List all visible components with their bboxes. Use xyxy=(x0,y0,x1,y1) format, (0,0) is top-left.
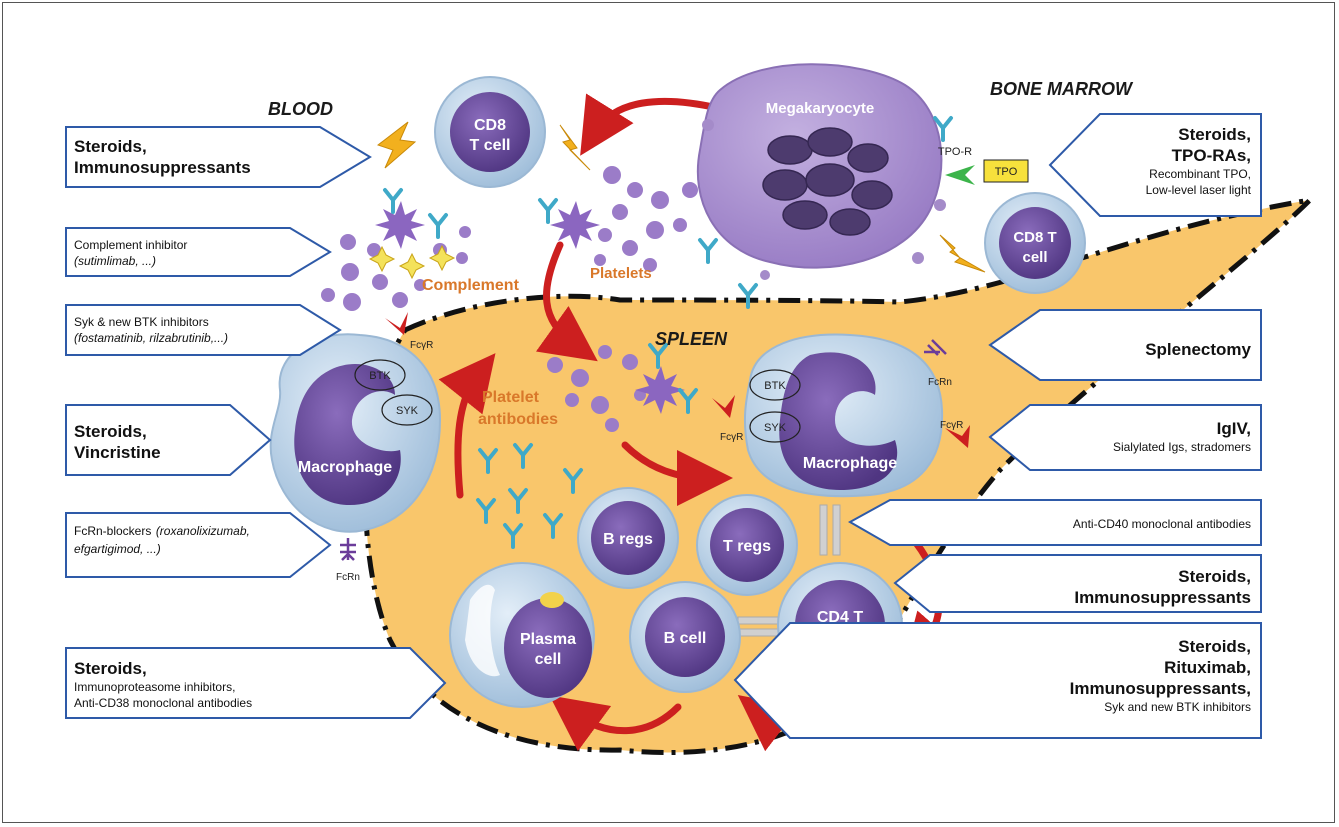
platelet-antibodies-label-1: Platelet xyxy=(482,389,540,406)
tpo-badge xyxy=(983,159,1029,183)
fcgr-receptor-spleen-2 xyxy=(945,425,970,448)
bone-marrow-region-label: BONE MARROW xyxy=(990,79,1134,99)
tpo-r-label: TPO-R xyxy=(938,146,972,158)
plasma-label-1: Plasma xyxy=(520,631,576,648)
callout-sub: FcRn-blockers xyxy=(74,524,152,538)
arrow-mega-to-platelets xyxy=(580,93,722,156)
fcrn-receptor-spleen xyxy=(924,339,947,356)
megakaryocyte: Megakaryocyte xyxy=(696,63,946,280)
b-regs-label: B regs xyxy=(603,531,653,548)
callout-main: Steroids, Immunosuppressants xyxy=(1074,567,1251,607)
callout-sub: Immunoproteasome inhibitors, Anti-CD38 m… xyxy=(74,680,253,710)
callout-sub: Anti-CD40 monoclonal antibodies xyxy=(1072,517,1251,531)
fcgr-receptor-blood xyxy=(385,312,408,335)
callout-sub: Complement inhibitor xyxy=(74,238,188,252)
callout-main: Steroids, Vincristine xyxy=(74,422,161,462)
megakaryocyte-label: Megakaryocyte xyxy=(766,100,874,117)
platelets-spleen xyxy=(547,345,646,432)
complement-molecules xyxy=(368,244,456,280)
platelets-label: Platelets xyxy=(590,265,652,282)
bolts xyxy=(376,121,986,273)
syk-label-spleen: SYK xyxy=(764,422,787,434)
callout-steroids-immunosuppressants-blood: Steroids, Immunosuppressants xyxy=(66,130,326,184)
right-callout-shapes xyxy=(733,113,1262,739)
complement-label: Complement xyxy=(422,277,520,294)
callout-sub-italic: (roxanolixizumab, efgartigimod, ...) xyxy=(74,524,250,556)
receptors xyxy=(340,165,975,561)
callout-complement-inhibitor: Complement inhibitor (sutimlimab, ...) xyxy=(66,231,296,275)
fcrn-receptor-blood xyxy=(340,538,356,561)
callout-sub: Sialylated Igs, stradomers xyxy=(1112,440,1251,454)
callout-steroids-plasma: Steroids, Immunoproteasome inhibitors, A… xyxy=(66,652,406,717)
callout-fcrn-blockers: FcRn-blockers (roxanolixizumab, efgartig… xyxy=(66,516,296,564)
callout-sub-italic: (sutimlimab, ...) xyxy=(74,254,157,268)
btk-label-blood: BTK xyxy=(369,370,391,382)
syk-label-blood: SYK xyxy=(396,405,419,417)
fcgr-label-spleen-1: FcγR xyxy=(720,432,743,443)
fcrn-label-spleen: FcRn xyxy=(928,377,952,388)
activated-platelets xyxy=(375,201,685,414)
t-regs-cell: T regs xyxy=(696,494,798,596)
blood-region-label: BLOOD xyxy=(268,99,333,119)
callout-main: Splenectomy xyxy=(1145,340,1251,359)
callout-steroids-vincristine: Steroids, Vincristine xyxy=(66,415,236,469)
callout-main: Steroids, Rituximab, Immunosuppressants, xyxy=(1069,637,1251,698)
callout-main: Steroids, Immunosuppressants xyxy=(74,137,251,177)
b-cell: B cell xyxy=(629,581,741,693)
plasma-label-2: cell xyxy=(535,651,562,668)
cd8-t-cell-blood: CD8 T cell xyxy=(434,76,546,188)
tpo-label: TPO xyxy=(995,166,1018,178)
t-regs-label: T regs xyxy=(723,538,771,555)
callout-anti-cd40: Anti-CD40 monoclonal antibodies xyxy=(890,510,1261,538)
callout-main: Steroids, xyxy=(74,659,147,678)
callout-sub: Recombinant TPO, Low-level laser light xyxy=(1145,167,1251,197)
tpo-r-receptor xyxy=(945,165,975,185)
fcgr-label-blood: FcγR xyxy=(410,340,433,351)
callout-sub: Syk and new BTK inhibitors xyxy=(1104,700,1251,714)
cd8-blood-label-2: T cell xyxy=(470,137,511,154)
callout-steroids-immunosuppressants-cd4: Steroids, Immunosuppressants xyxy=(930,560,1261,614)
cd8-marrow-label-1: CD8 T xyxy=(1013,229,1056,246)
fcrn-label-blood: FcRn xyxy=(336,572,360,583)
b-cell-label: B cell xyxy=(664,630,707,647)
macrophage-spleen-label: Macrophage xyxy=(803,455,897,472)
callout-main: IgIV, xyxy=(1216,419,1251,438)
arrow-bcell-to-plasma xyxy=(549,695,682,752)
callout-sub: Syk & new BTK inhibitors xyxy=(74,315,209,329)
macrophage-blood-label: Macrophage xyxy=(298,459,392,476)
antibodies xyxy=(383,116,953,549)
platelets-marrow xyxy=(594,166,698,272)
cd4-label-1: CD4 T xyxy=(817,609,863,626)
callout-steroids-rituximab: Steroids, Rituximab, Immunosuppressants,… xyxy=(800,630,1261,721)
platelet-antibodies-label-2: antibodies xyxy=(478,411,558,428)
platelets-blood xyxy=(321,226,471,311)
callout-syk-btk: Syk & new BTK inhibitors (fostamatinib, … xyxy=(66,308,306,352)
cd8-blood-label-1: CD8 xyxy=(474,117,506,134)
plasma-cell: Plasma cell xyxy=(449,562,595,708)
callout-main: Steroids, TPO-RAs, xyxy=(1171,125,1251,165)
arrow-antibodies-up xyxy=(438,353,496,499)
cd8-t-cell-marrow: CD8 T cell xyxy=(984,192,1086,294)
macrophage-blood: BTK SYK Macrophage xyxy=(269,333,442,533)
fcgr-receptor-spleen-1 xyxy=(712,395,735,418)
callout-sub-italic: (fostamatinib, rilzabrutinib,...) xyxy=(74,331,229,345)
arrow-platelets-to-spleen xyxy=(535,241,598,362)
callout-steroids-tpo: Steroids, TPO-RAs, Recombinant TPO, Low-… xyxy=(1090,118,1261,204)
macrophage-spleen: BTK SYK Macrophage xyxy=(743,333,944,498)
callout-igiv: IgIV, Sialylated Igs, stradomers xyxy=(1030,412,1261,461)
arrow-to-macrophage xyxy=(621,441,733,506)
callout-splenectomy: Splenectomy xyxy=(1040,333,1261,366)
b-regs-cell: B regs xyxy=(577,487,679,589)
cd8-marrow-label-2: cell xyxy=(1022,249,1047,266)
btk-label-spleen: BTK xyxy=(764,380,786,392)
spleen-region-label: SPLEEN xyxy=(655,329,728,349)
left-callout-shapes xyxy=(65,126,447,719)
fcgr-label-spleen-2: FcγR xyxy=(940,420,963,431)
